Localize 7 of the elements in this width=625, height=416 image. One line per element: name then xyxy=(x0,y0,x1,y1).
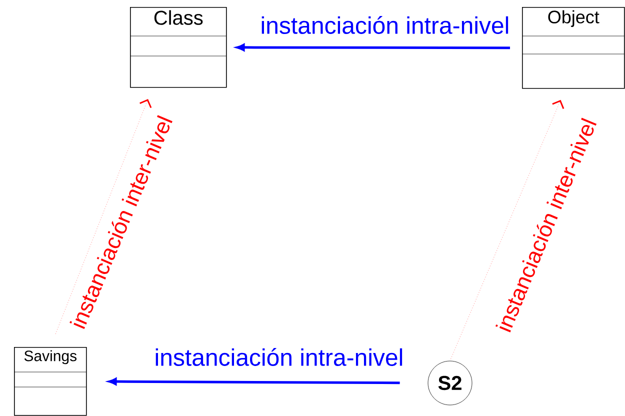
arrow xyxy=(55,98,152,334)
edge-label: instanciación intra-nivel xyxy=(156,348,402,366)
class-box: Savings xyxy=(14,347,87,416)
class-box: Object xyxy=(522,7,625,89)
arrow xyxy=(450,100,564,360)
class-box: Class xyxy=(130,7,227,88)
edge-label: instanciación intra-nivel xyxy=(262,16,508,34)
